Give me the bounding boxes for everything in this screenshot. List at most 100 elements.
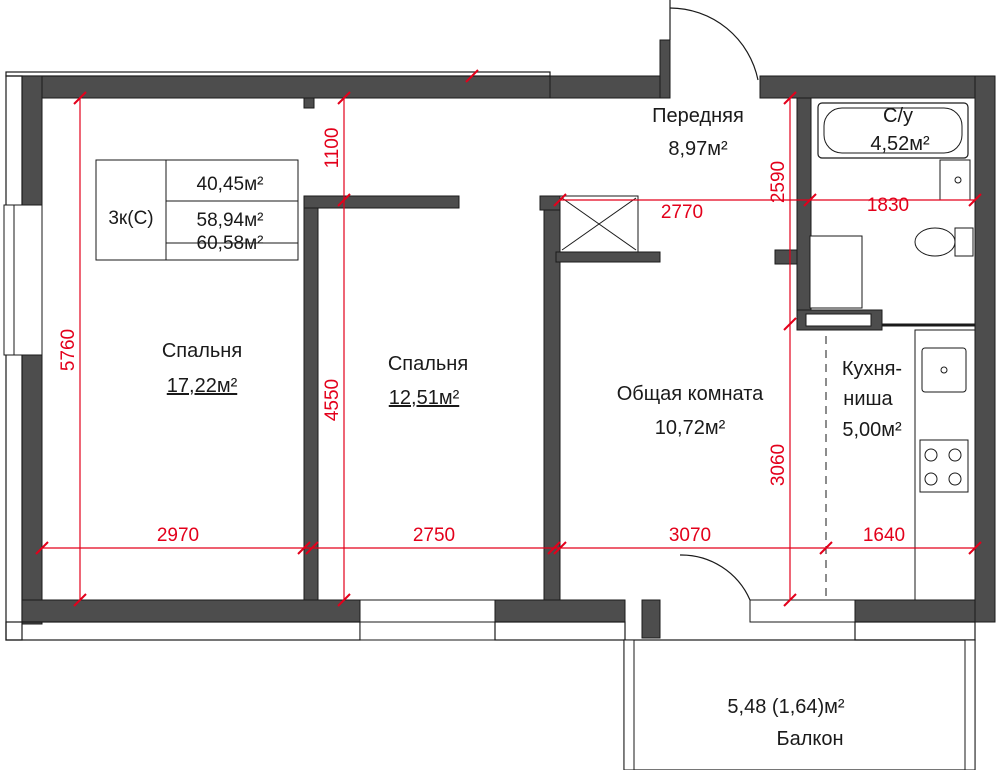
kitchen-name-2: ниша <box>843 388 893 410</box>
dim-tick <box>553 193 567 207</box>
living-area: 10,72м² <box>655 417 726 439</box>
wall-stub <box>303 97 315 109</box>
wall-bed1-bed2 <box>303 195 319 601</box>
burner-1 <box>924 448 938 462</box>
right-wall <box>974 75 996 623</box>
dim-kitchen-width: 1640 <box>863 525 905 546</box>
balcony-area: 5,48 (1,64)м² <box>727 696 844 718</box>
closet-cross-b <box>561 197 637 251</box>
dim-tick <box>465 69 479 83</box>
bathtub-inner <box>823 107 963 154</box>
living-name: Общая комната <box>617 383 764 405</box>
hallway-area: 8,97м² <box>668 138 728 160</box>
entry-door-jamb <box>659 39 671 99</box>
kitchen-fixtures <box>825 329 976 601</box>
dim-tick <box>783 91 797 105</box>
dim-closet-height: 1100 <box>322 128 343 169</box>
bathtub-icon <box>817 102 969 159</box>
dim-tick <box>547 541 561 555</box>
vent-block <box>805 313 872 327</box>
dim-tick <box>297 541 311 555</box>
left-wall-outer <box>5 75 23 641</box>
top-wall-right <box>549 75 671 99</box>
dim-left-height: 5760 <box>58 329 79 371</box>
bath-fixtures <box>809 102 974 309</box>
dimension-labels: 2970 2750 3070 1640 2770 1830 5760 4550 … <box>58 128 909 546</box>
dim-hall-height: 2590 <box>768 161 789 203</box>
area-living: 40,45м² <box>197 174 264 195</box>
toilet-tank <box>954 227 974 257</box>
dim-tick <box>968 193 982 207</box>
dim-tick <box>783 317 797 331</box>
dim-bath-width: 1830 <box>867 195 909 216</box>
dim-tick <box>337 91 351 105</box>
balcony-left-rail <box>623 639 635 770</box>
dimension-lines <box>35 69 982 607</box>
dim-living-width: 3070 <box>669 525 711 546</box>
bedroom2-area: 12,51м² <box>389 387 460 409</box>
bathroom-area: 4,52м² <box>870 133 930 155</box>
bottom-wall-right-outer <box>854 621 976 641</box>
toilet-icon <box>914 227 956 257</box>
entry-door-swing <box>669 7 759 81</box>
bedroom2-name: Спальня <box>388 353 468 375</box>
dim-bed2-height: 4550 <box>322 379 343 421</box>
top-wall <box>21 75 551 99</box>
bottom-wall-right <box>854 599 976 623</box>
wall-closet-bottom <box>555 251 661 263</box>
area-total: 58,94м² <box>197 210 264 231</box>
balcony <box>623 554 976 770</box>
dim-living-height: 3060 <box>768 444 789 486</box>
kitchen-name-1: Кухня- <box>842 358 902 380</box>
dim-tick <box>553 541 567 555</box>
burner-3 <box>924 472 938 486</box>
washer-icon <box>809 235 863 309</box>
bathroom-name: С/у <box>883 105 913 127</box>
apartment-type: 3к(С) <box>108 208 153 229</box>
sink-drain <box>954 176 962 184</box>
kitchen-sink-icon <box>921 347 967 393</box>
dim-tick <box>783 593 797 607</box>
dim-bed2-width: 2750 <box>413 525 455 546</box>
dim-bed1-width: 2970 <box>157 525 199 546</box>
dim-tick <box>73 593 87 607</box>
bottom-wall-left-outer <box>5 621 361 641</box>
room-labels: Спальня 17,22м² Спальня 12,51м² Передняя… <box>162 105 930 750</box>
dim-tick <box>803 193 817 207</box>
bottom-wall-left <box>21 599 361 623</box>
wall-bed2-top <box>303 195 460 209</box>
burner-2 <box>948 448 962 462</box>
dim-tick <box>337 193 351 207</box>
balcony-door-swing <box>679 554 751 601</box>
balcony-door-jamb <box>641 599 661 639</box>
bottom-wall-mid <box>494 599 626 623</box>
area-table: 3к(С) 40,45м² 58,94м² 60,58м² <box>95 159 299 261</box>
balcony-right-rail <box>964 639 976 770</box>
hallway-name: Передняя <box>652 105 744 127</box>
burner-4 <box>948 472 962 486</box>
kitchen-sink-drain <box>940 366 948 374</box>
dim-tick <box>819 541 833 555</box>
dim-tick <box>968 541 982 555</box>
dim-tick <box>337 593 351 607</box>
bedroom1-name: Спальня <box>162 340 242 362</box>
dim-tick <box>35 541 49 555</box>
stove-icon <box>919 439 969 493</box>
bedroom1-area: 17,22м² <box>167 375 238 397</box>
area-total-balcony: 60,58м² <box>197 233 264 254</box>
bottom-wall-mid-outer <box>494 621 626 641</box>
top-wall-bath <box>759 75 976 99</box>
bottom-window-right <box>749 599 856 623</box>
wall-bath-left <box>796 97 812 209</box>
dim-tick <box>305 541 319 555</box>
bottom-window <box>359 599 496 641</box>
dim-hall-width: 2770 <box>661 202 703 223</box>
kitchen-area: 5,00м² <box>842 419 902 441</box>
left-window <box>3 204 43 356</box>
balcony-name: Балкон <box>776 728 843 750</box>
dim-tick <box>73 91 87 105</box>
walls <box>3 0 996 641</box>
top-wall-outer <box>5 71 551 77</box>
closet <box>559 195 639 253</box>
